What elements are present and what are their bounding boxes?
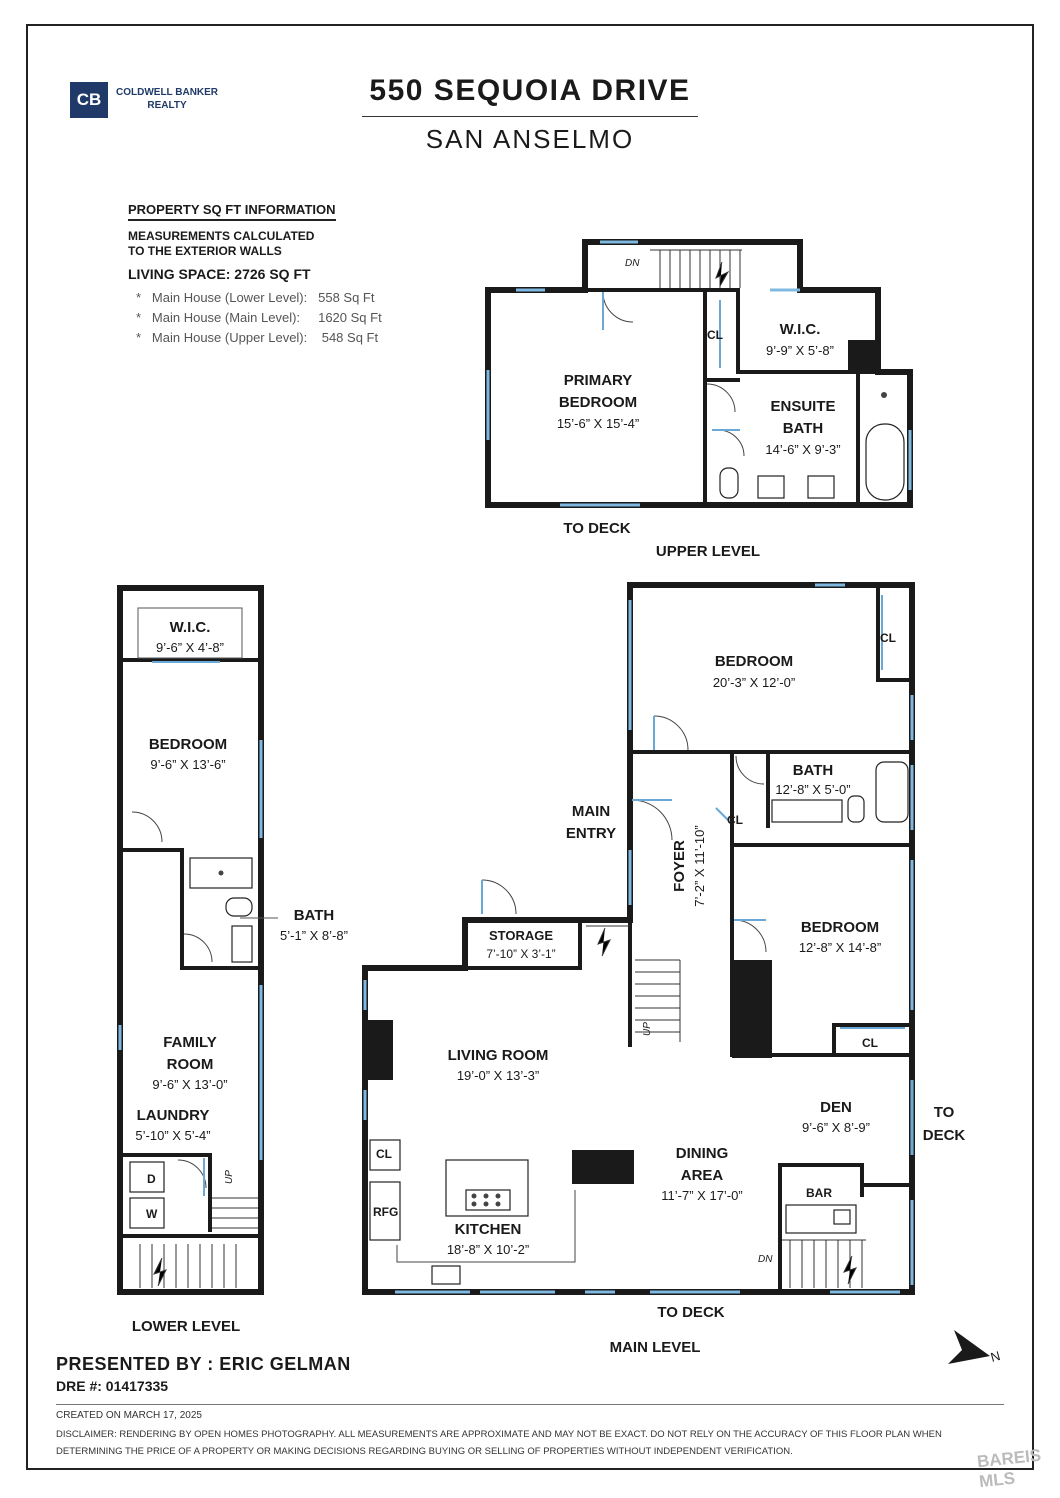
property-city: SAN ANSELMO — [425, 124, 635, 154]
upper-dn-label: DN — [625, 258, 640, 269]
main-bedroom1-dim: 20’-3” X 12’-0” — [713, 675, 795, 690]
upper-level-plan: DN CL PRIMARY BEDROOM 15’-6” X 15’-4” W.… — [485, 239, 913, 560]
brand-line1: COLDWELL BANKER — [116, 87, 219, 98]
sqft-info-heading: PROPERTY SQ FT INFORMATION — [128, 202, 336, 221]
rfg-label: RFG — [373, 1205, 398, 1219]
laundry-name: LAUNDRY — [137, 1107, 210, 1124]
lower-bedroom-dim: 9’-6” X 13’-6” — [150, 757, 225, 772]
main-entry-name2: ENTRY — [566, 825, 616, 842]
lower-wic-dim: 9’-6” X 4’-8” — [156, 640, 224, 655]
lower-bath-dim: 5’-1” X 8’-8” — [280, 928, 348, 943]
lower-level-label: LOWER LEVEL — [132, 1318, 240, 1335]
foyer-cl-label: CL — [727, 813, 743, 827]
primary-bedroom-dim: 15’-6” X 15’-4” — [557, 416, 639, 431]
storage-name: STORAGE — [489, 928, 553, 943]
disclaimer-text: DISCLAIMER: RENDERING BY OPEN HOMES PHOT… — [56, 1429, 942, 1457]
main-bath-name: BATH — [793, 762, 834, 779]
created-date: CREATED ON MARCH 17, 2025 — [56, 1410, 202, 1421]
dining-area-name1: DINING — [676, 1145, 729, 1162]
lower-wic-name: W.I.C. — [170, 619, 211, 636]
list-item: * Main House (Upper Level): 548 Sq Ft — [136, 330, 379, 345]
den-deck-label: DECK — [923, 1127, 966, 1144]
brand-line2: REALTY — [147, 100, 187, 111]
lower-bedroom-name: BEDROOM — [149, 736, 227, 753]
kitchen-name: KITCHEN — [455, 1221, 522, 1238]
lower-up-label: UP — [224, 1170, 235, 1184]
list-item: * Main House (Lower Level): 558 Sq Ft — [136, 290, 375, 305]
family-room-dim: 9’-6” X 13’-0” — [152, 1077, 227, 1092]
upper-level-label: UPPER LEVEL — [656, 543, 760, 560]
upper-to-deck-label: TO DECK — [563, 520, 630, 537]
kitchen-dim: 18’-8” X 10’-2” — [447, 1242, 529, 1257]
compass-north-label: N — [989, 1348, 1002, 1365]
den-name: DEN — [820, 1099, 852, 1116]
sqft-value: 548 Sq Ft — [321, 330, 379, 345]
main-bedroom2-cl: CL — [862, 1036, 878, 1050]
ensuite-bath-dim: 14’-6” X 9’-3” — [765, 442, 840, 457]
main-bedroom1-name: BEDROOM — [715, 653, 793, 670]
sqft-value: 1620 Sq Ft — [318, 310, 382, 325]
upper-cl-label: CL — [707, 328, 723, 342]
main-entry-name1: MAIN — [572, 803, 610, 820]
main-up-label: UP — [642, 1022, 653, 1036]
lower-level-plan: W.I.C. 9’-6” X 4’-8” BEDROOM 9’-6” X 13’… — [117, 585, 348, 1335]
storage-dim: 7’-10” X 3’-1” — [486, 947, 555, 961]
sqft-label: Main House (Main Level): — [151, 310, 301, 325]
laundry-dim: 5’-10” X 5’-4” — [135, 1128, 210, 1143]
compass-arrow-icon: N — [948, 1330, 1002, 1365]
title-divider — [362, 116, 698, 117]
main-dn-label: DN — [758, 1254, 773, 1265]
den-to-label: TO — [934, 1104, 955, 1121]
main-to-deck-label: TO DECK — [657, 1304, 724, 1321]
footer-divider — [56, 1404, 1004, 1405]
lower-bath-name: BATH — [294, 907, 335, 924]
sqft-label: Main House (Lower Level): — [151, 290, 308, 305]
list-item: * Main House (Main Level): 1620 Sq Ft — [136, 310, 382, 325]
ensuite-bath-name2: BATH — [783, 420, 824, 437]
main-bedroom2-dim: 12’-8” X 14’-8” — [799, 940, 881, 955]
main-level-plan: BEDROOM 20’-3” X 12’-0” CL BATH 12’-8” X… — [362, 582, 966, 1356]
primary-bedroom-name2: BEDROOM — [559, 394, 637, 411]
living-space-total: LIVING SPACE: 2726 SQ FT — [128, 266, 311, 282]
brand-name: COLDWELL BANKER REALTY — [116, 86, 218, 112]
family-room-name1: FAMILY — [163, 1034, 217, 1051]
upper-wic-dim: 9’-9” X 5’-8” — [766, 343, 834, 358]
sqft-value: 558 Sq Ft — [318, 290, 375, 305]
property-address: 550 SEQUOIA DRIVE — [369, 74, 691, 107]
main-bath-dim: 12’-8” X 5’-0” — [775, 782, 850, 797]
main-bedroom2-name: BEDROOM — [801, 919, 879, 936]
presenter-name: PRESENTED BY : ERIC GELMAN — [56, 1354, 351, 1374]
ensuite-bath-name1: ENSUITE — [770, 398, 835, 415]
washer-label: W — [146, 1207, 158, 1221]
coldwell-banker-logo: CB — [70, 82, 108, 118]
dre-number: DRE #: 01417335 — [56, 1378, 169, 1394]
family-room-name2: ROOM — [167, 1056, 214, 1073]
foyer-name: FOYER — [671, 840, 688, 892]
den-dim: 9’-6” X 8’-9” — [802, 1120, 870, 1135]
mls-watermark: BAREIS MLS — [976, 1445, 1043, 1492]
sqft-info-line1: MEASUREMENTS CALCULATED — [128, 229, 315, 243]
logo-mark: CB — [76, 90, 102, 109]
page-frame — [26, 24, 1034, 1470]
dining-area-dim: 11’-7” X 17’-0” — [661, 1188, 742, 1203]
dryer-label: D — [147, 1172, 156, 1186]
upper-wic-name: W.I.C. — [780, 321, 821, 338]
main-bedroom1-cl: CL — [880, 631, 896, 645]
primary-bedroom-name1: PRIMARY — [564, 372, 633, 389]
bar-label: BAR — [806, 1186, 832, 1200]
living-room-dim: 19’-0” X 13’-3” — [457, 1068, 539, 1083]
main-level-label: MAIN LEVEL — [610, 1339, 701, 1356]
foyer-dim: 7’-2” X 11’-10” — [692, 825, 707, 906]
kitchen-cl-label: CL — [376, 1147, 392, 1161]
sqft-info-line2: TO THE EXTERIOR WALLS — [128, 244, 282, 258]
living-room-name: LIVING ROOM — [448, 1047, 549, 1064]
sqft-label: Main House (Upper Level): — [151, 330, 308, 345]
sqft-breakdown-list: * Main House (Lower Level): 558 Sq Ft * … — [136, 288, 382, 348]
dining-area-name2: AREA — [681, 1167, 724, 1184]
